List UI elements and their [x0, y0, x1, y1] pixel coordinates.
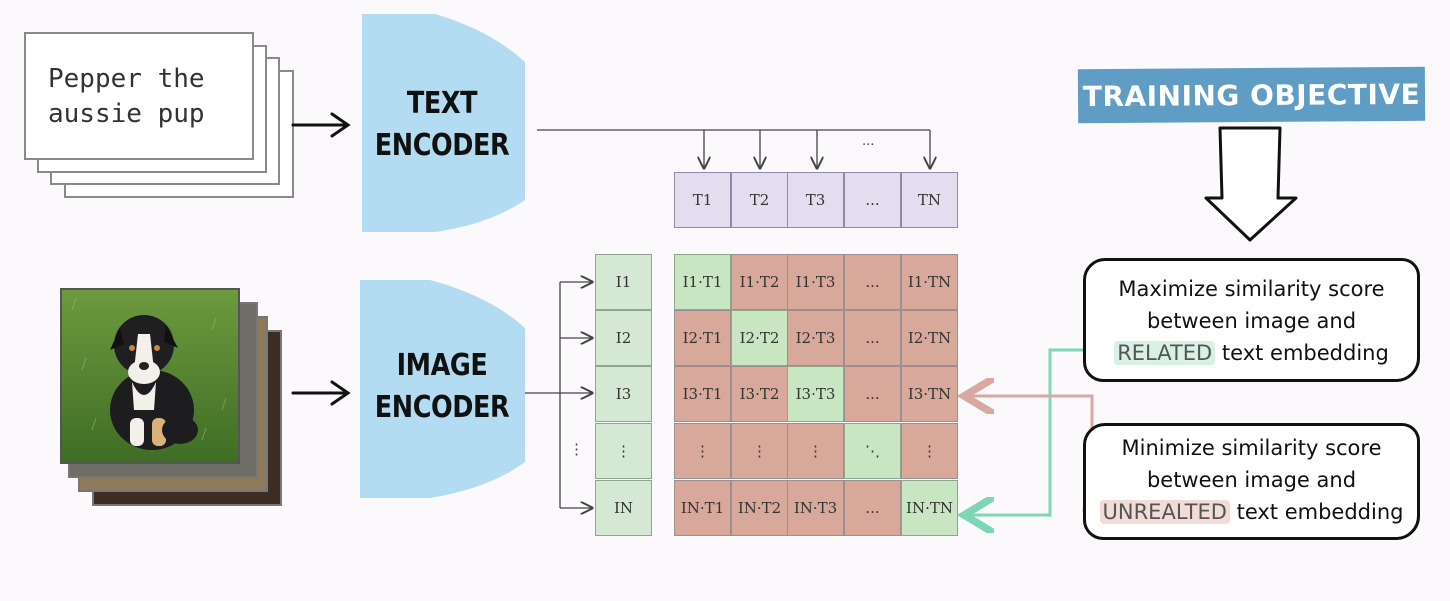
minimize-line2: between image and [1146, 468, 1357, 492]
image-encoder-shape [360, 280, 525, 498]
matrix-cell-positive: IN·TN [901, 480, 958, 536]
matrix-cell-negative: IN·T3 [787, 480, 844, 536]
matrix-cell-negative: I1·T3 [787, 254, 844, 310]
matrix-cell-negative: ... [844, 310, 901, 366]
matrix-cell-negative: ... [844, 366, 901, 422]
training-objective-banner: TRAINING OBJECTIVE [1077, 66, 1426, 124]
caption-card [24, 32, 254, 160]
related-highlight: RELATED [1114, 341, 1216, 365]
matrix-cell-negative: ⋮ [674, 423, 731, 479]
dog-photo [60, 288, 240, 464]
matrix-cell-positive: I2·T2 [731, 310, 788, 366]
maximize-line1: Maximize similarity score [1118, 277, 1385, 301]
maximize-line3: RELATED text embedding [1086, 337, 1417, 369]
caption-text: Pepper the aussie pup [48, 64, 205, 129]
matrix-cell-negative: I2·T3 [787, 310, 844, 366]
related-connector [964, 348, 1110, 515]
matrix-cell-negative: I2·T1 [674, 310, 731, 366]
matrix-cell-negative: I2·TN [901, 310, 958, 366]
matrix-cell-negative: I3·T2 [731, 366, 788, 422]
image-embedding-cell: I1 [595, 254, 652, 310]
matrix-cell-positive: I1·T1 [674, 254, 731, 310]
matrix-cell-positive: I3·T3 [787, 366, 844, 422]
text-embedding-ellipsis: ... [862, 134, 875, 149]
image-embedding-cell: ⋮ [595, 423, 652, 479]
text-embedding-cell: T2 [731, 172, 788, 228]
unrelated-connector [964, 396, 1094, 506]
text-embedding-cell: ... [844, 172, 901, 228]
text-embedding-cell: T3 [787, 172, 844, 228]
matrix-cell-negative: ⋮ [731, 423, 788, 479]
maximize-note: Maximize similarity score between image … [1083, 258, 1420, 382]
matrix-cell-positive: ⋱ [844, 423, 901, 479]
minimize-line3: UNREALTED text embedding [1086, 496, 1417, 528]
matrix-cell-negative: I1·T2 [731, 254, 788, 310]
image-arrow [291, 380, 351, 406]
text-embedding-cell: T1 [674, 172, 731, 228]
matrix-cell-negative: ... [844, 480, 901, 536]
caption-arrow [291, 112, 351, 138]
objective-down-arrow [1204, 126, 1298, 242]
image-embedding-cell: I2 [595, 310, 652, 366]
matrix-cell-negative: IN·T2 [731, 480, 788, 536]
matrix-cell-negative: IN·T1 [674, 480, 731, 536]
unrelated-highlight: UNREALTED [1099, 500, 1230, 524]
matrix-cell-negative: I3·T1 [674, 366, 731, 422]
matrix-cell-negative: I1·TN [901, 254, 958, 310]
text-embedding-cell: TN [901, 172, 958, 228]
image-embedding-ellipsis: ⋮ [569, 440, 584, 458]
minimize-note: Minimize similarity score between image … [1083, 423, 1420, 540]
matrix-cell-negative: ⋮ [787, 423, 844, 479]
image-embedding-cell: I3 [595, 366, 652, 422]
maximize-line2: between image and [1146, 309, 1357, 333]
image-embedding-cell: IN [595, 480, 652, 536]
text-encoder-shape [362, 14, 525, 232]
matrix-cell-negative: ⋮ [901, 423, 958, 479]
minimize-line1: Minimize similarity score [1121, 436, 1382, 460]
matrix-cell-negative: ... [844, 254, 901, 310]
matrix-cell-negative: I3·TN [901, 366, 958, 422]
